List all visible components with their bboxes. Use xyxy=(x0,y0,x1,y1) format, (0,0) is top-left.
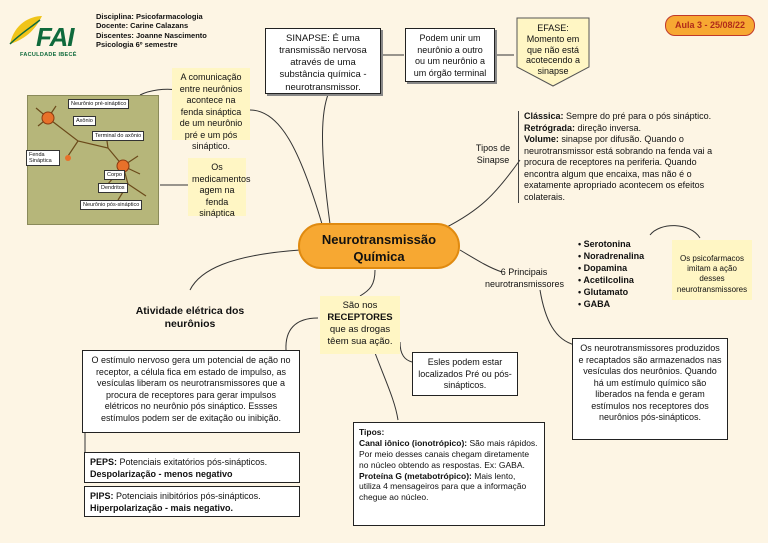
pips-title: PIPS: xyxy=(90,491,114,501)
efase-shape xyxy=(516,17,590,87)
peps-title: PEPS: xyxy=(90,457,118,467)
efase-box[interactable]: EFASE: Momento em que não está acotecend… xyxy=(516,17,590,87)
tipos-receptores-box[interactable]: Tipos: Canal iônico (ionotrópico): São m… xyxy=(353,422,545,526)
link-center-comunicacao xyxy=(249,109,323,225)
comunicacao-note[interactable]: A comunicação entre neurônios acontece n… xyxy=(172,68,250,151)
neurotransmissor-item: GABA xyxy=(578,298,644,310)
link-center-sinapse xyxy=(322,89,331,225)
link-receptores-left xyxy=(285,317,319,351)
link-receptores-localizados xyxy=(399,341,413,363)
header-disciplina: Disciplina: Psicofarmacologia xyxy=(96,12,203,21)
link-center-principais xyxy=(459,249,503,273)
neurotransmissor-item: Dopamina xyxy=(578,262,644,274)
neurotransmissor-item: Serotonina xyxy=(578,238,644,250)
unir-box[interactable]: Podem unir um neurônio a outro ou um neu… xyxy=(405,28,495,82)
tipo-retrograda: Retrógrada: direção inversa. xyxy=(524,122,642,133)
neurotransmissor-item: Glutamato xyxy=(578,286,644,298)
central-title-line1: Neurotransmissão xyxy=(321,232,437,247)
tipo-classica: Clássica: Sempre do pré para o pós sináp… xyxy=(524,111,712,121)
neurotransmissor-item: Acetilcolina xyxy=(578,274,644,286)
tipos-sinapse-box[interactable]: Clássica: Sempre do pré para o pós sináp… xyxy=(518,111,730,204)
aula-badge: Aula 3 - 25/08/22 xyxy=(665,15,755,36)
medicamentos-note[interactable]: Os medicamentos agem na fenda sináptica xyxy=(188,158,251,218)
label-pos-sinaptico: Neurônio pós-sináptico xyxy=(80,200,143,210)
peps-box[interactable]: PEPS: Potenciais exitatórios pós-sinápti… xyxy=(84,452,300,483)
link-principais-armazenados xyxy=(539,289,576,346)
fai-logo: FAI FACULDADE IBECÉ xyxy=(6,10,90,58)
label-axonio: Axônio xyxy=(73,116,96,126)
header-info: Disciplina: Psicofarmacologia Docente: C… xyxy=(96,12,207,50)
neurotransmissor-item: Noradrenalina xyxy=(578,250,645,262)
leaf-icon xyxy=(9,16,42,45)
efase-text: EFASE: Momento em que não está acotecend… xyxy=(525,23,581,77)
central-node[interactable]: Neurotransmissão Química xyxy=(298,223,460,269)
link-list-psicofarmacos xyxy=(649,225,701,239)
logo-brand: FAI xyxy=(36,22,74,52)
label-terminal: Terminal do axônio xyxy=(92,131,145,141)
peps-despolarizacao: Despolarização - menos negativo xyxy=(90,468,233,479)
tipos-title: Tipos: xyxy=(359,427,385,437)
label-corpo: Corpo xyxy=(104,170,125,180)
principais-label: 6 Principais neurotransmissores xyxy=(485,267,565,289)
receptores-keyword: RECEPTORES xyxy=(327,312,393,324)
neuron-drawing xyxy=(35,105,147,201)
sinapse-box[interactable]: SINAPSE: É uma transmissão nervosa atrav… xyxy=(265,28,381,94)
label-fenda: Fenda Sináptica xyxy=(26,150,60,166)
estimulo-box[interactable]: O estímulo nervoso gera um potencial de … xyxy=(82,350,300,433)
psicofarmacos-note[interactable]: Os psicofarmacos imitam a ação desses ne… xyxy=(672,240,752,300)
label-pre-sinaptico: Neurônio pré-sináptico xyxy=(68,99,130,109)
receptores-note[interactable]: São nos RECEPTORES que as drogas têem su… xyxy=(320,296,400,354)
armazenados-box[interactable]: Os neurotransmissores produzidos e recap… xyxy=(572,338,728,440)
link-center-receptores xyxy=(359,269,376,297)
link-center-atividade xyxy=(189,249,301,291)
neurotransmissores-list: SerotoninaNoradrenalinaDopaminaAcetilcol… xyxy=(578,238,644,310)
central-title-line2: Química xyxy=(353,249,405,264)
logo-subtitle: FACULDADE IBECÉ xyxy=(20,52,77,58)
neuron-illustration: Neurônio pré-sináptico Axônio Terminal d… xyxy=(26,95,159,225)
link-receptores-tipos xyxy=(371,344,399,421)
atividade-label: Atividade elétrica dos neurônios xyxy=(135,305,245,331)
header-discentes: Discentes: Joanne Nascimento xyxy=(96,30,207,40)
tipo-volume: Volume: sinapse por difusão. Quando o ne… xyxy=(524,134,713,202)
label-dendritos: Dendritos xyxy=(98,183,128,193)
tipos-sinapse-label: Tipos de Sinapse xyxy=(475,143,511,165)
header-turma: Psicologia 6º semestre xyxy=(96,40,178,50)
pips-box[interactable]: PIPS: Potenciais inibitórios pós-sinápti… xyxy=(84,486,300,517)
localizados-box[interactable]: Esles podem estar localizados Pré ou pós… xyxy=(412,352,518,396)
header-docente: Docente: Carine Calazans xyxy=(96,21,189,31)
link-center-tipos xyxy=(444,159,521,229)
pips-hiperpolarizacao: Hiperpolarização - mais negativo. xyxy=(90,502,234,513)
